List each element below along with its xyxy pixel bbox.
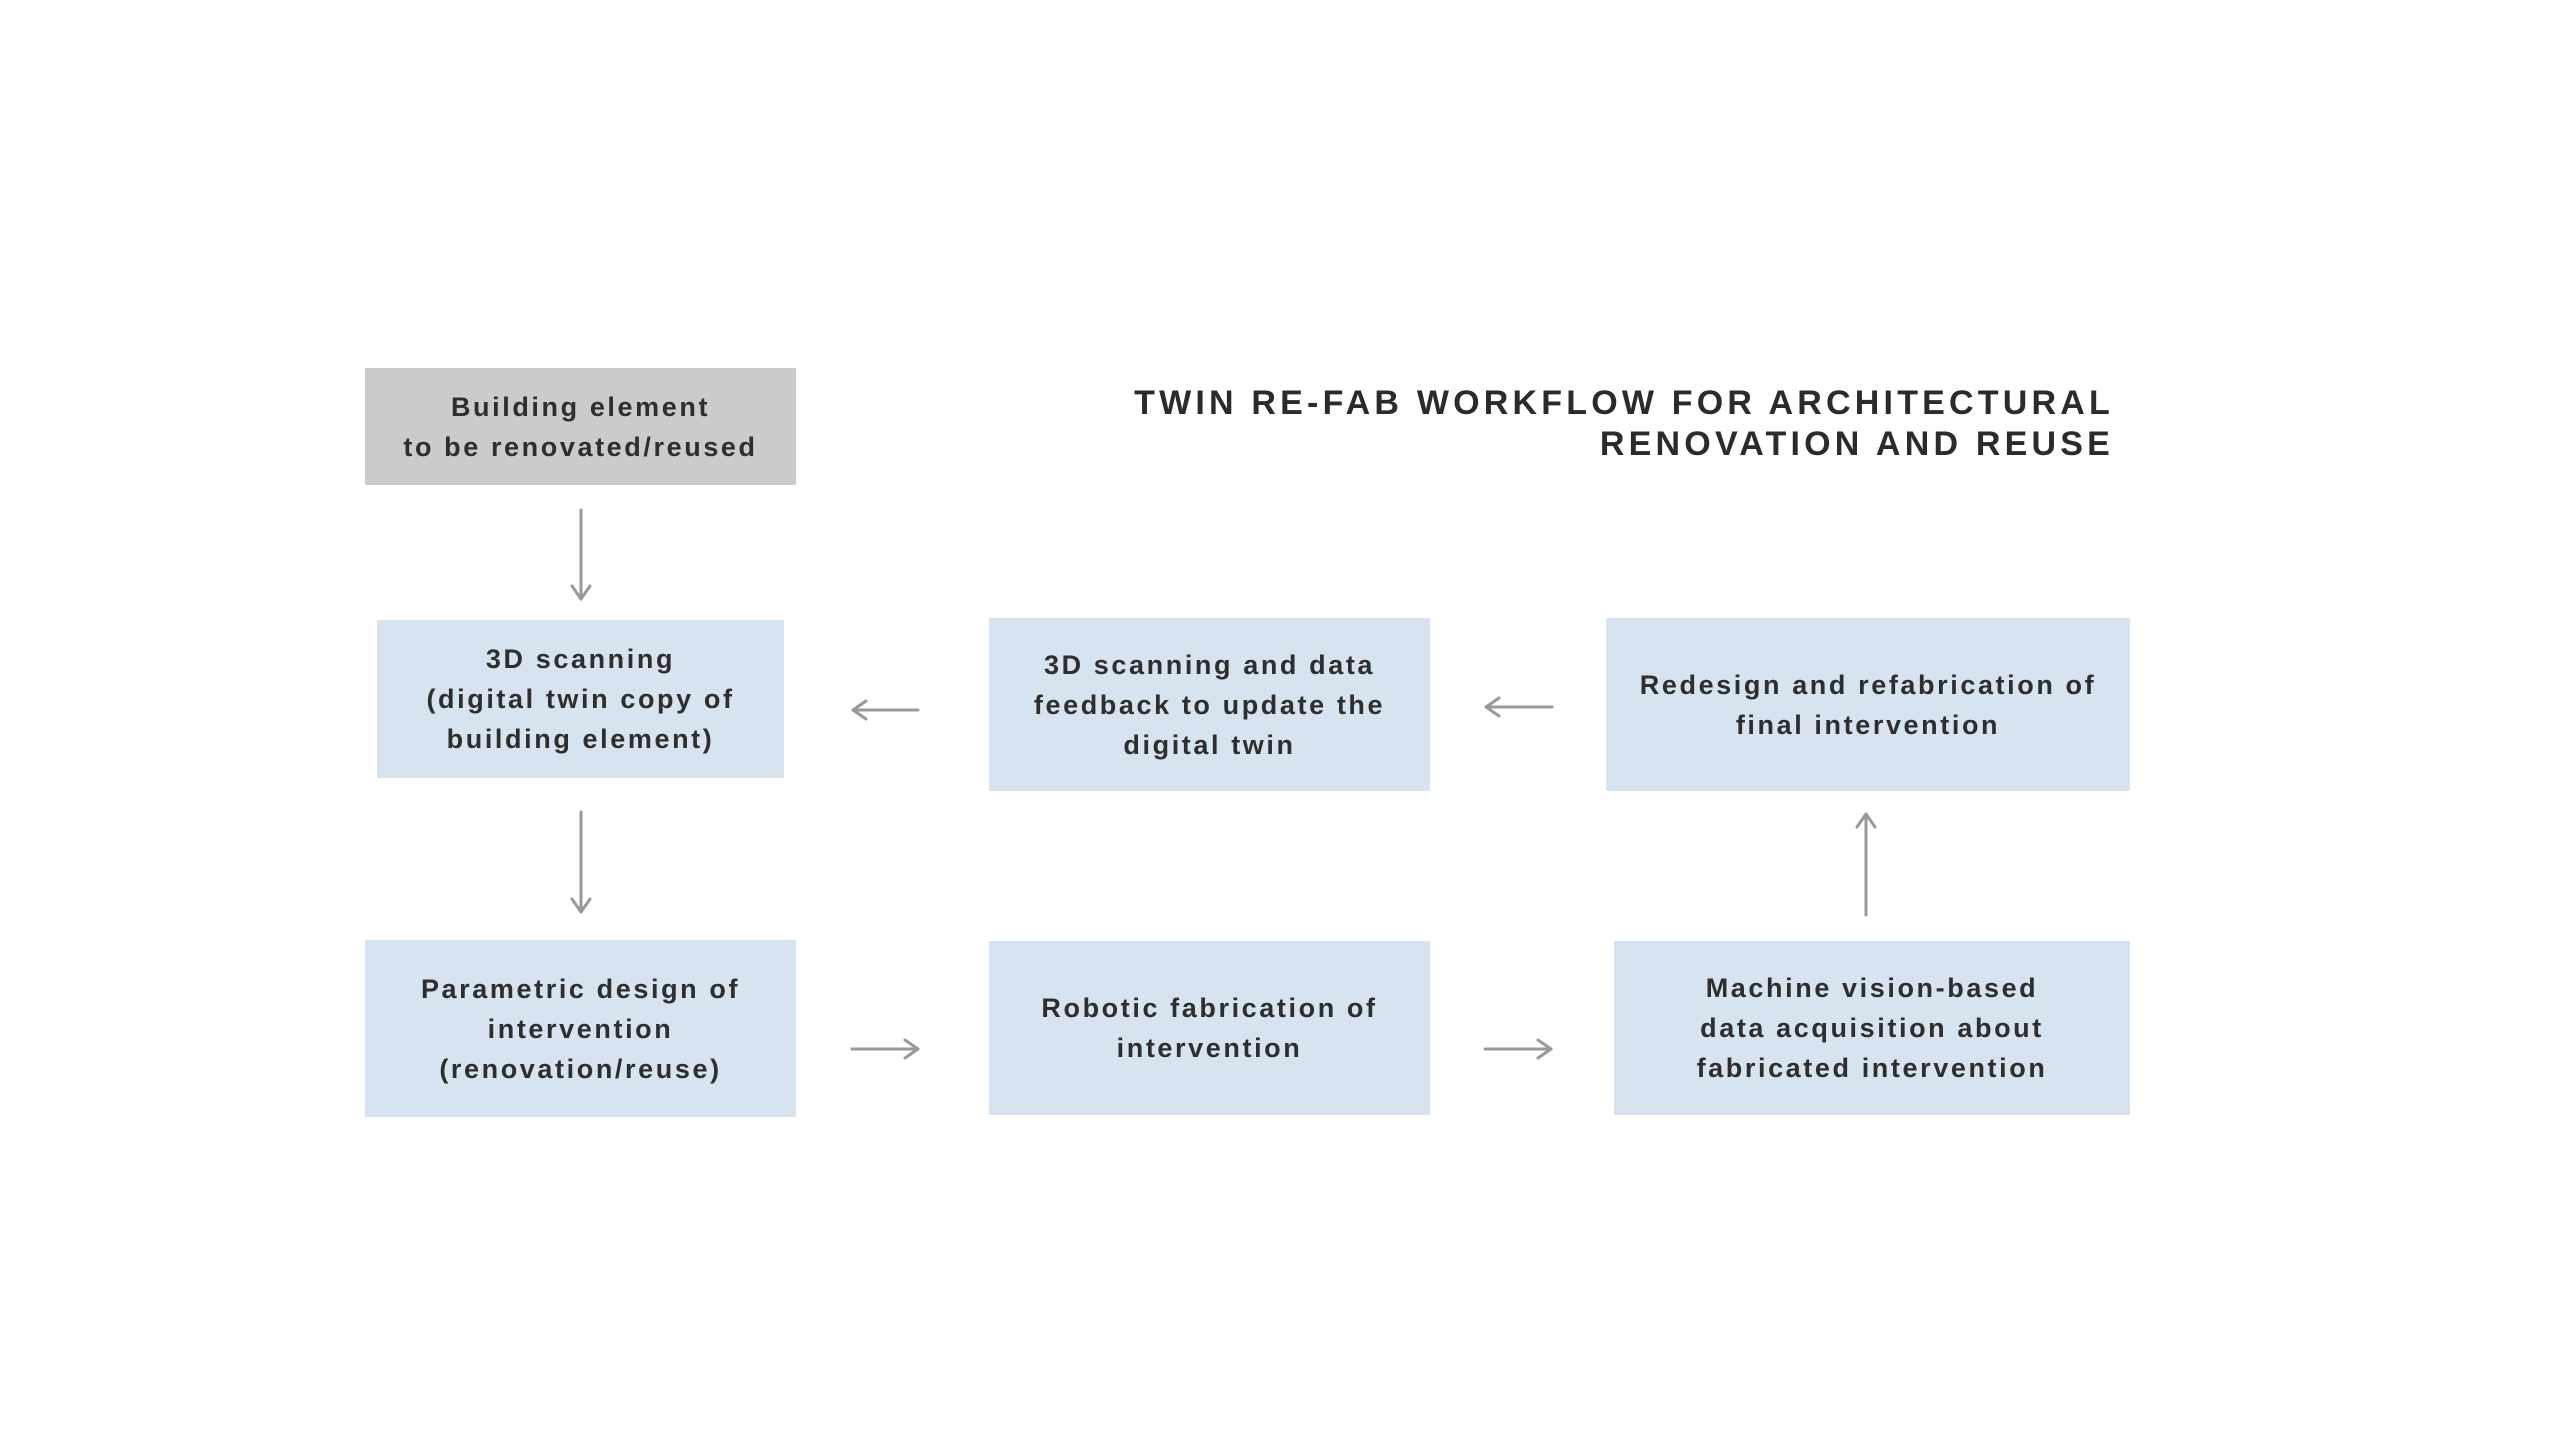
building-element-box: Building element to be renovated/reused xyxy=(365,368,796,485)
arrow-scanning-to-parametric xyxy=(570,810,592,914)
rescan-feedback-line-3: digital twin xyxy=(1123,729,1296,760)
redesign-box: Redesign and refabrication of final inte… xyxy=(1606,618,2130,791)
arrow-machine-vision-to-redesign xyxy=(1855,812,1877,917)
machine-vision-line-3: fabricated intervention xyxy=(1696,1053,2048,1083)
machine-vision-line-1: Machine vision-based xyxy=(1705,973,2039,1003)
building-element-line-2: to be renovated/reused xyxy=(403,431,758,462)
parametric-design-line-3: (renovation/reuse) xyxy=(439,1053,722,1084)
machine-vision-line-2: data acquisition about xyxy=(1700,1013,2044,1043)
scanning-line-2: (digital twin copy of xyxy=(426,684,735,714)
redesign-line-1: Redesign and refabrication of xyxy=(1639,669,2097,700)
building-element-line-1: Building element xyxy=(450,391,711,422)
diagram-title-line-1: TWIN RE-FAB WORKFLOW FOR ARCHITECTURAL xyxy=(1134,384,2114,422)
rescan-feedback-line-2: feedback to update the xyxy=(1033,689,1386,720)
parametric-design-line-2: intervention xyxy=(487,1013,674,1044)
parametric-design-box: Parametric design of intervention (renov… xyxy=(365,940,796,1117)
diagram-title-line-2: RENOVATION AND REUSE xyxy=(1599,425,2114,463)
robotic-fabrication-line-1: Robotic fabrication of xyxy=(1041,993,1378,1023)
diagram-title: TWIN RE-FAB WORKFLOW FOR ARCHITECTURAL R… xyxy=(1000,383,2114,465)
arrow-robotic-to-machine-vision xyxy=(1483,1038,1553,1060)
scanning-line-3: building element) xyxy=(446,724,715,754)
scanning-line-1: 3D scanning xyxy=(485,644,676,674)
machine-vision-box: Machine vision-based data acquisition ab… xyxy=(1614,941,2130,1115)
robotic-fabrication-box: Robotic fabrication of intervention xyxy=(989,941,1430,1115)
parametric-design-line-1: Parametric design of xyxy=(420,973,741,1004)
arrow-redesign-to-rescan xyxy=(1484,696,1554,718)
arrow-parametric-to-robotic xyxy=(850,1038,920,1060)
redesign-line-2: final intervention xyxy=(1735,709,2001,740)
scanning-box: 3D scanning (digital twin copy of buildi… xyxy=(377,620,784,778)
robotic-fabrication-line-2: intervention xyxy=(1116,1033,1303,1063)
arrow-building-to-scanning xyxy=(570,508,592,601)
rescan-feedback-line-1: 3D scanning and data xyxy=(1043,649,1376,680)
arrow-rescan-to-scanning xyxy=(851,699,920,721)
rescan-feedback-box: 3D scanning and data feedback to update … xyxy=(989,618,1430,791)
